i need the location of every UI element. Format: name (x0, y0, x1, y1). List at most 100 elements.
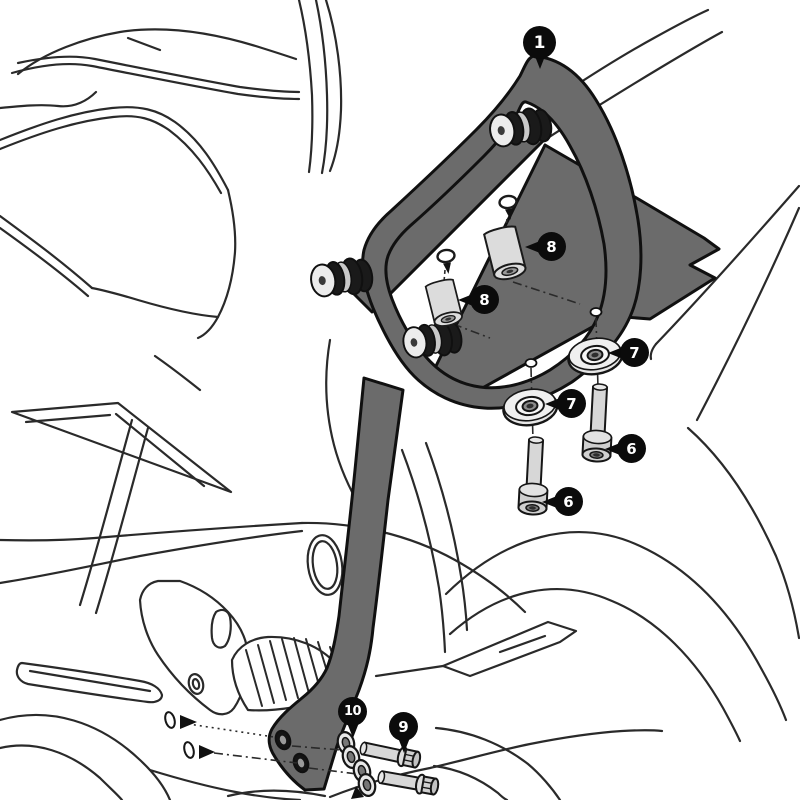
tail-cowl-seam (126, 36, 162, 52)
downtube-edge-2 (94, 426, 150, 615)
tail-panel-edge-1 (297, 0, 314, 174)
callout-9: 9 (389, 712, 418, 753)
align-line-foot-1 (291, 745, 342, 751)
fender-front-edge-1 (400, 448, 447, 654)
foot-hole-center (279, 735, 287, 745)
callout-label: 6 (626, 439, 637, 458)
under-foot-line (226, 789, 327, 798)
grommets (310, 107, 553, 359)
spacer-screw-lower (436, 248, 456, 274)
washer-pair-lower (352, 759, 377, 797)
swingarm-end-slot (498, 634, 547, 654)
passenger-footpeg-line (28, 669, 152, 693)
tire-arc-2 (432, 764, 509, 800)
bracket-loop (361, 54, 643, 410)
footpeg-hanger-slot (210, 608, 232, 649)
underseat-panel-right (196, 188, 237, 340)
shock-mount-hole-outer (306, 534, 344, 596)
frame-tube-upper (0, 214, 94, 290)
push-pins (164, 711, 364, 799)
callout-label: 7 (566, 394, 577, 413)
hex-bolt-lower (377, 770, 440, 796)
spacers (424, 194, 527, 327)
callout-label: 6 (563, 492, 574, 511)
underseat-line-1 (654, 184, 800, 346)
callout-bubble: 6 (554, 487, 583, 516)
foot-hole-center (297, 758, 305, 768)
heel-guard-arc-2 (0, 744, 124, 800)
heel-guard-arc-1 (0, 713, 172, 800)
callout-8-lower: 8 (458, 285, 499, 314)
callout-bubble: 8 (470, 285, 499, 314)
underseat-line-1-hook (649, 342, 658, 361)
arrow-right-upper (180, 715, 197, 729)
frame-triangle (10, 401, 233, 494)
callout-label: 1 (533, 32, 546, 53)
push-pin-upper (164, 711, 176, 729)
callout-bubble: 10 (338, 697, 367, 726)
grommet-bottom (402, 320, 463, 359)
frame-triangle-inner-right (114, 412, 206, 488)
frame-triangle-inner-top (24, 413, 112, 424)
underseat-line-2 (695, 206, 800, 422)
callout-label: 8 (546, 237, 557, 256)
spacer-upper (483, 225, 527, 281)
tail-panel-edge-2 (314, 0, 329, 175)
spacer-lower (424, 278, 463, 327)
tire-arc-1 (434, 726, 562, 800)
plate-hole-upper (589, 307, 603, 317)
callout-7-lower: 7 (545, 389, 586, 418)
callout-label: 7 (629, 343, 640, 362)
align-line-pin-2 (213, 752, 298, 764)
callout-bubble: 7 (557, 389, 586, 418)
footpeg-hanger-hole-inner (191, 678, 201, 690)
seat-band-top (16, 55, 301, 94)
body-crease (153, 354, 202, 392)
lower-body-line (148, 768, 302, 800)
bracket-strut-foot (267, 376, 405, 792)
arrow-right-lower (199, 745, 215, 759)
frame-rail-top (0, 521, 304, 542)
callout-label: 8 (479, 290, 490, 309)
carrier-bracket (267, 54, 721, 792)
socket-bolt-upper (581, 383, 613, 463)
body-edge-near-strut (325, 338, 364, 512)
callout-bubble: 7 (620, 338, 649, 367)
align-line-spacer-1 (512, 281, 581, 305)
footpeg-hanger-hole (187, 673, 205, 695)
align-line-plate-hole-1 (595, 317, 599, 389)
callout-6-lower: 6 (542, 487, 583, 516)
spacer-screw-upper (498, 194, 518, 220)
callout-8-upper: 8 (525, 232, 566, 261)
seat-left-edge (0, 90, 98, 110)
align-line-plate-hole-2 (530, 367, 534, 441)
tail-panel-edge-3 (324, 0, 343, 173)
hugger-inner-arc (448, 588, 742, 743)
washers-10 (336, 731, 377, 797)
callout-label: 10 (343, 704, 362, 719)
callout-7-upper: 7 (608, 338, 649, 367)
swingarm-end-link (374, 664, 445, 678)
grommet-left (310, 257, 374, 298)
align-line-spacer-2 (452, 323, 491, 339)
callout-1: 1 (523, 26, 556, 70)
seat-band-bottom (10, 62, 301, 101)
seat-lower-edge-1 (0, 106, 230, 192)
washer-lower (502, 388, 559, 427)
underseat-panel-bottom (90, 286, 220, 319)
plate-hole-lower (524, 358, 538, 368)
passenger-footpeg (15, 661, 164, 704)
fender-top-arc (686, 426, 800, 640)
plate-holes (524, 307, 603, 368)
bolts-6 (517, 383, 613, 516)
callout-10: 10 (338, 697, 367, 738)
hugger-outer-arc (444, 531, 788, 722)
frame-rail-bottom (0, 529, 304, 585)
align-line-pin-1 (181, 722, 275, 738)
grommet-top (489, 107, 553, 148)
downtube-edge-1 (78, 418, 134, 607)
fender-front-edge-2 (424, 441, 469, 632)
frame-tube-lower (0, 226, 90, 298)
push-pin-lower (183, 741, 195, 759)
